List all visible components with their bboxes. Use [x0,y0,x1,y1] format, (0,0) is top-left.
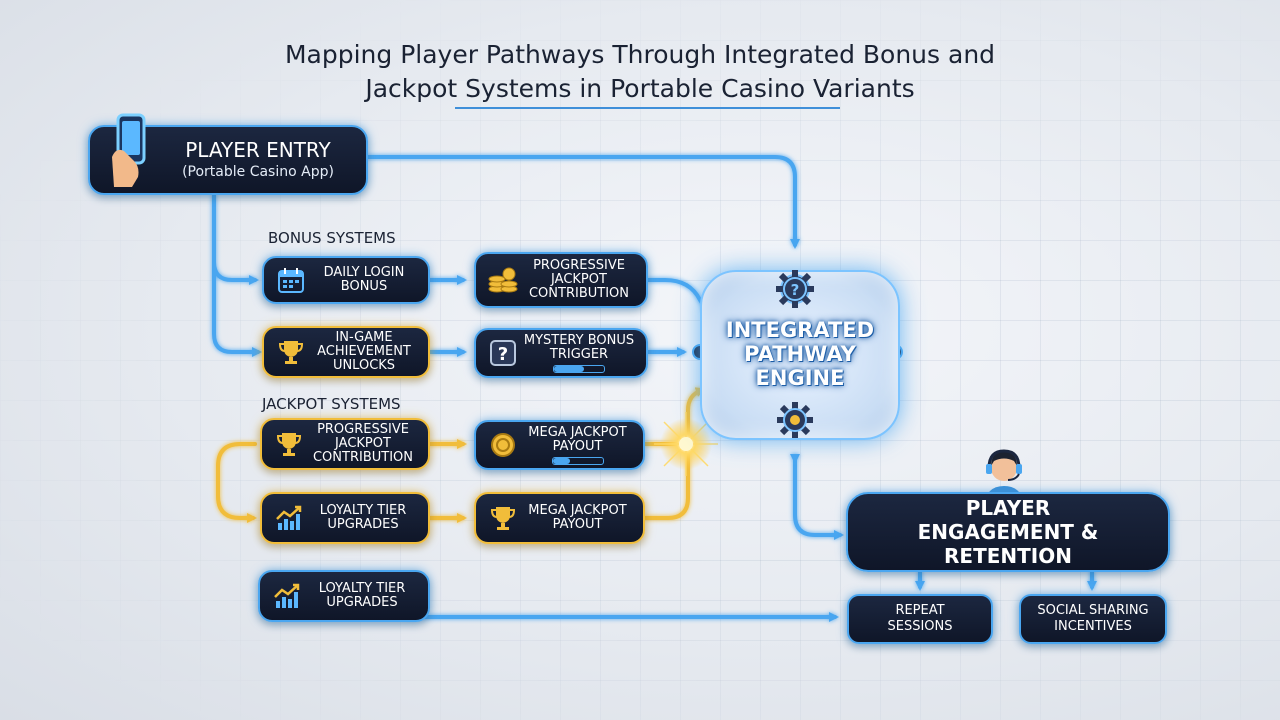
achievement-unlocks-label: In-Game Achievement Unlocks [317,330,411,373]
trophy-icon [274,335,308,369]
social-sharing-node[interactable]: Social Sharing Incentives [1019,594,1167,644]
achievement-unlocks-node[interactable]: In-Game Achievement Unlocks [262,326,430,378]
trophy-icon [486,501,520,535]
mega-jackpot-payout-2-node[interactable]: Mega Jackpot Payout [474,492,645,544]
title-line-1: Mapping Player Pathways Through Integrat… [284,40,996,69]
loyalty-tier-1-node[interactable]: Loyalty Tier Upgrades [260,492,430,544]
spark-burst [654,412,718,476]
title-underline [455,107,840,109]
line-mega2-engine [643,387,706,520]
title-line-2: Jackpot Systems in Portable Casino Varia… [365,74,915,103]
player-entry-title: Player Entry [185,138,331,162]
gear-icon [775,400,815,444]
repeat-sessions-node[interactable]: Repeat Sessions [847,594,993,644]
social-sharing-label: Social Sharing Incentives [1037,603,1149,634]
progressive-jackpot-label: Progressive Jackpot Contribution [312,422,413,465]
player-entry-node[interactable]: Player Entry (Portable Casino App) [88,113,368,195]
trend-chart-icon [272,501,306,535]
loyalty-tier-1-label: Loyalty Tier Upgrades [319,503,407,532]
loyalty-tier-2-node[interactable]: Loyalty Tier Upgrades [258,570,430,622]
mystery-bonus-node[interactable]: ? Mystery Bonus Trigger [474,328,648,378]
player-engagement-label: Player Engagement & Retention [917,496,1099,568]
line-entry-engine [366,155,800,249]
svg-text:?: ? [498,344,508,365]
line-progressive-engine [646,278,711,316]
player-engagement-node[interactable]: Player Engagement & Retention [846,492,1170,572]
phone-hand-icon [104,111,160,191]
calendar-icon [274,263,308,297]
daily-login-bonus-node[interactable]: Daily Login Bonus [262,256,430,304]
mega-jackpot-payout-1-label: Mega Jackpot Payout [528,424,627,454]
jackpot-systems-label: Jackpot Systems [262,395,401,413]
mega-payout-progress-bar [551,456,604,465]
svg-text:?: ? [791,281,800,299]
question-box-icon: ? [486,336,520,370]
progressive-jackpot-top-node[interactable]: Progressive Jackpot Contribution [474,252,648,308]
mystery-bonus-label: Mystery Bonus Trigger [523,332,635,362]
loyalty-tier-2-label: Loyalty Tier Upgrades [318,581,406,610]
line-entry-daily [212,193,259,285]
daily-login-bonus-label: Daily Login Bonus [323,265,405,294]
line-entry-achievement [212,260,262,357]
line-jackpot-loop [216,442,257,523]
diagram-title: Mapping Player Pathways Through Integrat… [0,38,1280,106]
line-engine-engagement [790,454,844,540]
engine-label: Integrated Pathway Engine [725,318,875,390]
mega-jackpot-payout-1-node[interactable]: Mega Jackpot Payout [474,420,645,470]
coins-icon [486,428,520,462]
mega-jackpot-payout-2-label: Mega Jackpot Payout [528,503,627,532]
trend-chart-icon [270,579,304,613]
gear-question-icon: ? [774,268,816,314]
repeat-sessions-label: Repeat Sessions [887,603,953,634]
progressive-jackpot-top-label: Progressive Jackpot Contribution [528,258,629,301]
trophy-icon [272,427,306,461]
bonus-systems-label: Bonus Systems [268,229,396,247]
player-entry-subtitle: (Portable Casino App) [182,164,334,180]
progressive-jackpot-node[interactable]: Progressive Jackpot Contribution [260,418,430,470]
mystery-progress-bar [553,364,605,373]
coins-icon [486,263,520,297]
